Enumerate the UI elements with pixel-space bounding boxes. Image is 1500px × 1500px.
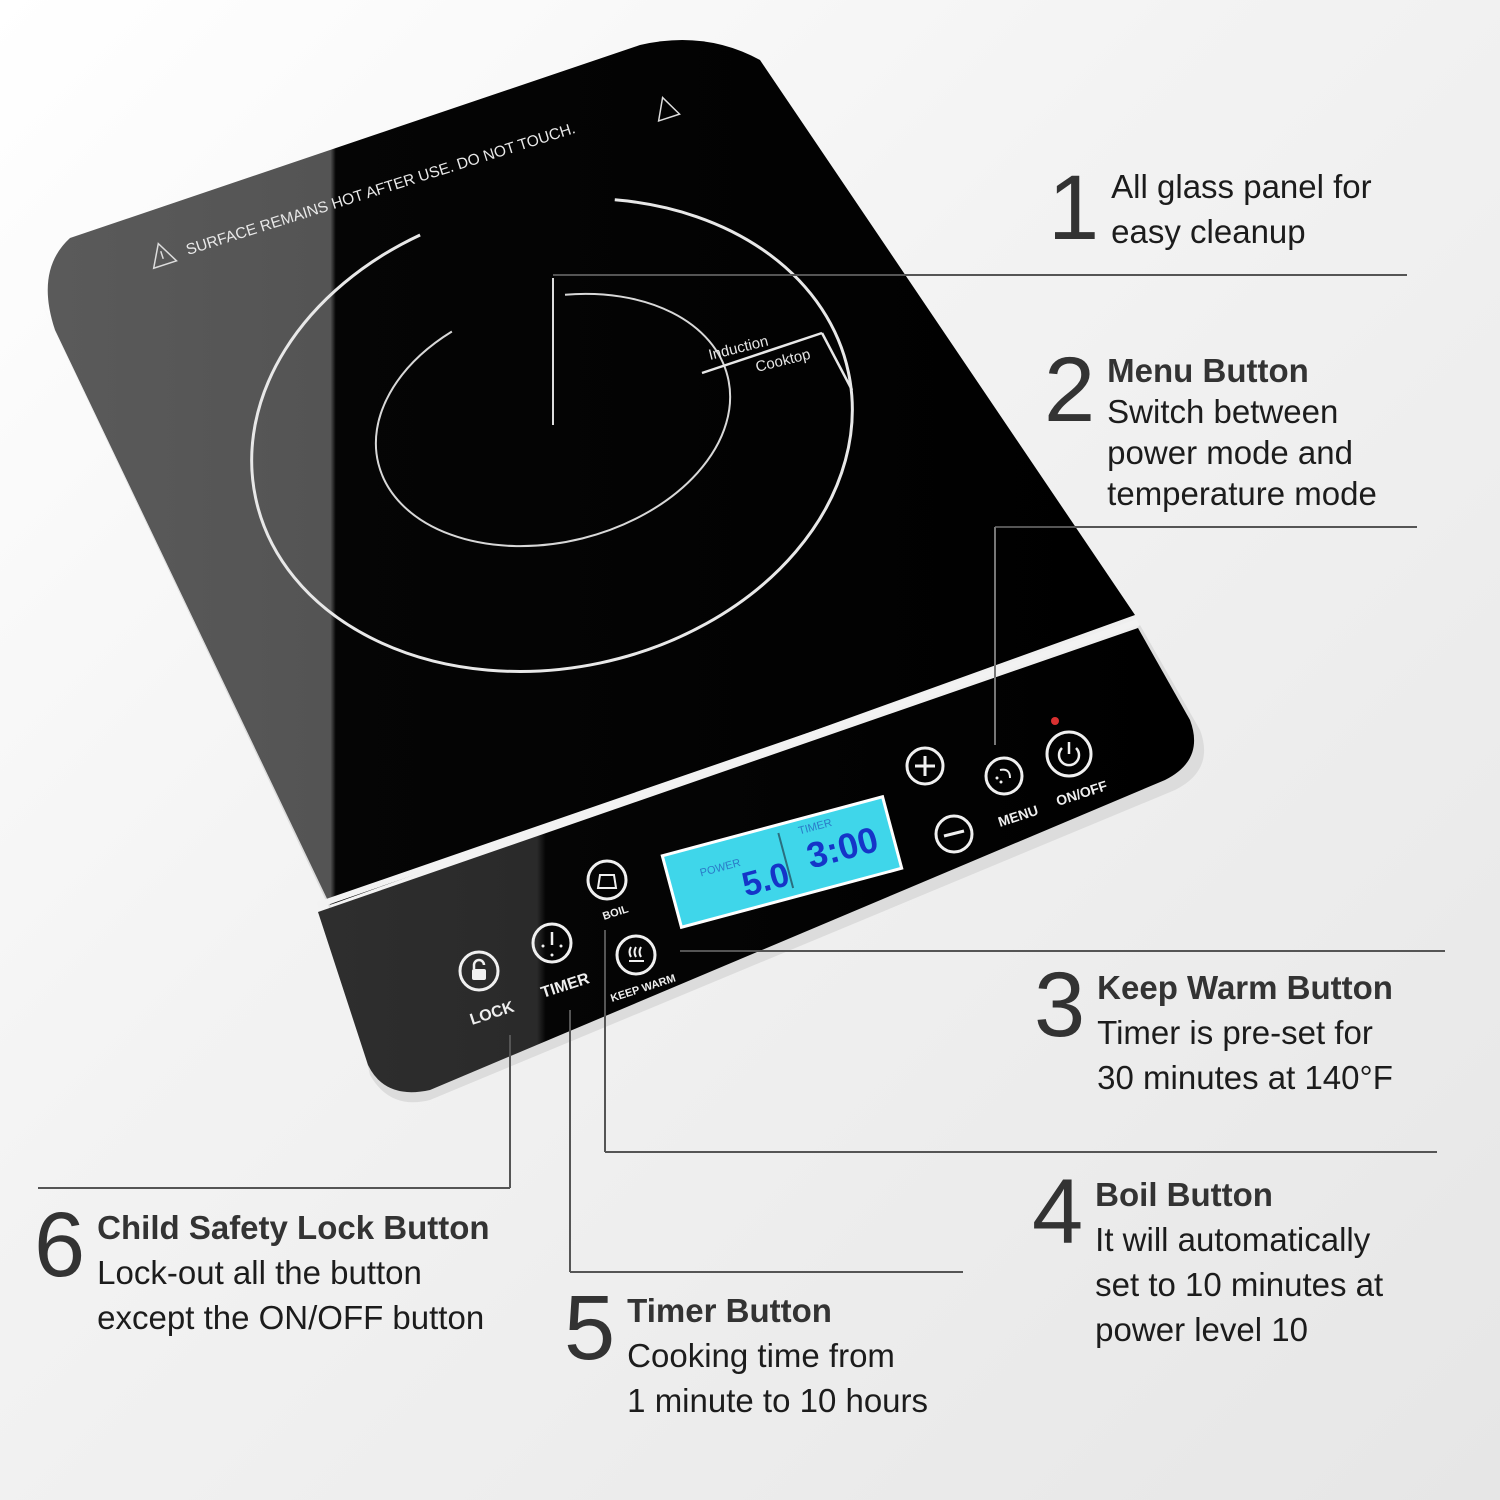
warning-icon xyxy=(152,242,178,270)
boil-button[interactable]: BOIL xyxy=(586,859,630,923)
callout-description: Lock-out all the button except the ON/OF… xyxy=(97,1254,485,1336)
kettle-icon xyxy=(596,874,618,889)
plus-button[interactable] xyxy=(905,746,945,786)
callout-title: Timer Button xyxy=(627,1292,832,1329)
callout-number: 6 xyxy=(34,1194,85,1296)
minus-button[interactable] xyxy=(934,814,974,854)
callout-1-glass-panel: 1 All glass panel for easy cleanup xyxy=(1048,157,1372,259)
callout-description: It will automatically set to 10 minutes … xyxy=(1095,1221,1384,1348)
lcd-display: POWER 5.0 TIMER 3:00 xyxy=(660,794,904,930)
callout-3-keep-warm-button: 3 Keep Warm Button Timer is pre-set for … xyxy=(1034,954,1393,1100)
steam-icon xyxy=(628,946,644,962)
plus-icon xyxy=(915,756,935,776)
callout-number: 5 xyxy=(564,1277,615,1379)
lock-icon xyxy=(472,969,486,980)
callout-description: Cooking time from 1 minute to 10 hours xyxy=(627,1337,929,1419)
callout-number: 2 xyxy=(1044,339,1095,441)
callout-title: Child Safety Lock Button xyxy=(97,1209,490,1246)
callout-5-timer-button: 5 Timer Button Cooking time from 1 minut… xyxy=(564,1277,929,1423)
minus-icon xyxy=(943,829,965,838)
callout-title: Boil Button xyxy=(1095,1176,1273,1213)
callout-number: 1 xyxy=(1048,157,1099,259)
power-indicator-light xyxy=(1051,717,1059,725)
callout-number: 3 xyxy=(1034,954,1085,1056)
callout-2-menu-button: 2 Menu Button Switch between power mode … xyxy=(1044,339,1377,514)
inner-zone-ring xyxy=(374,292,732,548)
menu-icon xyxy=(999,768,1011,779)
callout-title: Keep Warm Button xyxy=(1097,969,1393,1006)
hot-surface-icon xyxy=(657,96,681,123)
callout-number: 4 xyxy=(1032,1161,1083,1263)
callout-description: All glass panel for easy cleanup xyxy=(1111,168,1372,250)
callout-description: Switch between power mode and temperatur… xyxy=(1107,393,1377,512)
power-icon xyxy=(1057,742,1081,767)
callout-6-child-lock-button: 6 Child Safety Lock Button Lock-out all … xyxy=(34,1194,490,1340)
callout-4-boil-button: 4 Boil Button It will automatically set … xyxy=(1032,1161,1384,1352)
callout-title: Menu Button xyxy=(1107,352,1309,389)
glass-panel xyxy=(47,40,1135,905)
outer-zone-ring xyxy=(250,197,854,673)
callout-description: Timer is pre-set for 30 minutes at 140°F xyxy=(1097,1014,1393,1096)
